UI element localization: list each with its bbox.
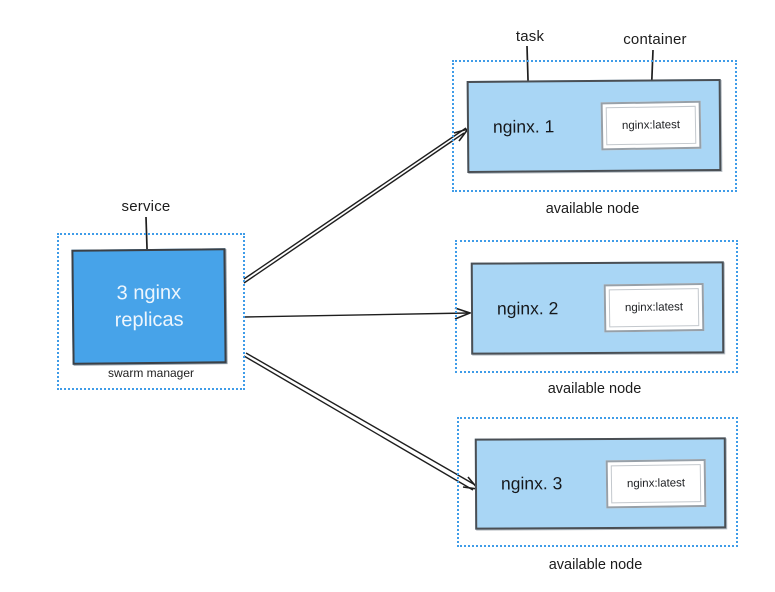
task-name-3: nginx. 3 [500,473,563,494]
available-node-2 [455,240,738,373]
swarm-manager-caption: swarm manager [107,366,195,380]
task-box-2: nginx. 2 nginx:latest [470,261,725,355]
service-box: 3 nginx replicas [71,248,227,365]
task-label: task [515,28,545,45]
container-label: container [623,31,687,48]
service-replicas-line2: replicas [114,308,184,331]
container-box-1: nginx:latest [600,100,702,151]
available-node-1 [452,60,737,192]
container-image-1: nginx:latest [621,119,681,133]
swarm-manager-node [57,233,245,390]
available-node-3 [457,417,738,547]
container-box-1-inner: nginx:latest [605,105,697,146]
service-replicas-line1: 3 nginx [116,281,182,304]
available-node-2-caption: available node [547,381,642,397]
arrow-to-node-3 [243,352,480,491]
container-image-3: nginx:latest [626,476,686,490]
arrow-to-node-1 [243,127,471,284]
task-name-2: nginx. 2 [496,297,559,319]
service-label: service [121,198,171,215]
task-box-1: nginx. 1 nginx:latest [466,79,722,173]
task-box-3: nginx. 3 nginx:latest [474,437,727,530]
available-node-3-caption: available node [548,557,643,573]
container-image-2: nginx:latest [624,301,684,315]
arrow-to-node-2 [243,307,473,320]
container-box-2-inner: nginx:latest [608,288,700,328]
available-node-1-caption: available node [545,201,640,217]
container-box-3-inner: nginx:latest [610,463,702,503]
container-box-2: nginx:latest [603,283,705,333]
container-box-3: nginx:latest [605,458,707,508]
task-name-1: nginx. 1 [492,115,555,137]
